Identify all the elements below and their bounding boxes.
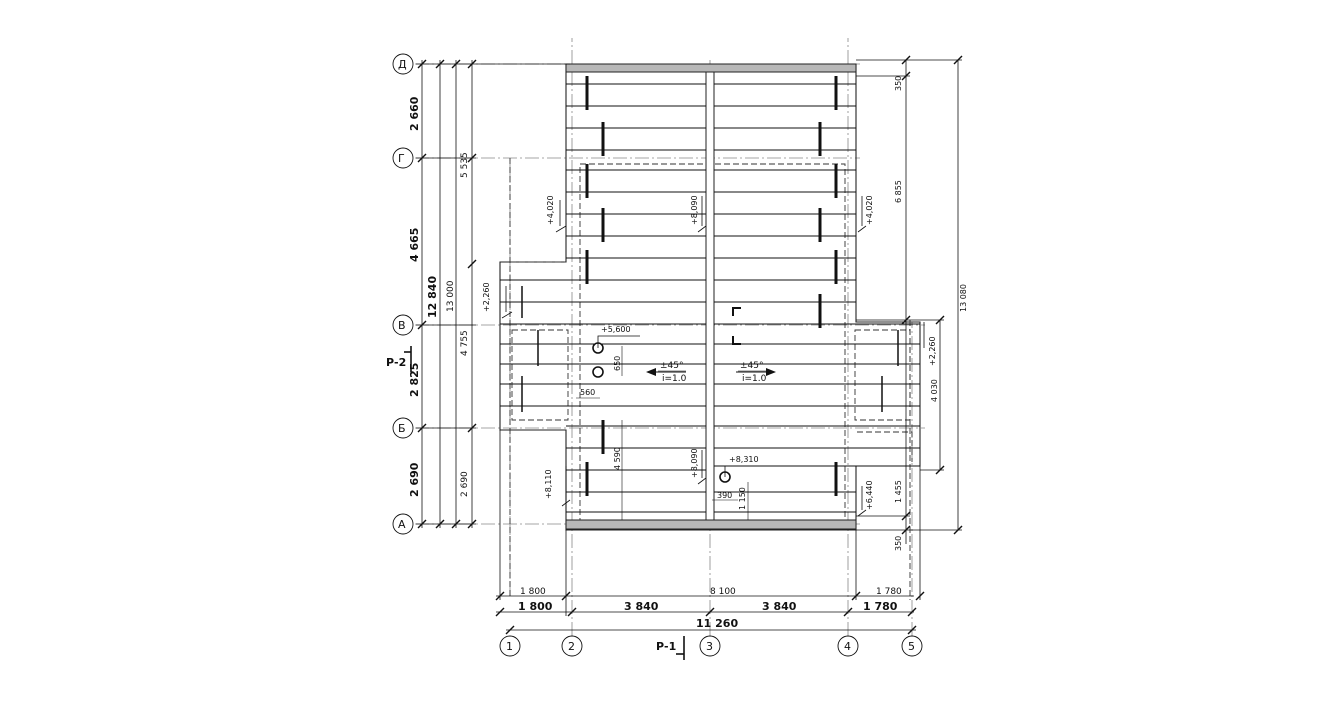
right-dim-ticks <box>901 55 963 535</box>
axis-label-b: Б <box>398 422 406 435</box>
inner-dim-390: 390 <box>717 491 732 500</box>
bottom-dim-ticks <box>495 591 925 635</box>
section-mark-r2: Р-2 <box>386 356 406 369</box>
level-mark-9: +8,310 <box>729 455 759 464</box>
left-dim-ticks <box>417 59 477 529</box>
dim-left-5535: 5 535 <box>460 152 470 178</box>
left-dim-lines <box>416 60 570 528</box>
inner-dim-1150: 1 150 <box>738 487 747 510</box>
dim-right-4030: 4 030 <box>930 379 939 402</box>
axis-label-v: В <box>398 319 406 332</box>
level-mark-1: +4,020 <box>546 195 555 225</box>
gable-eave-bottom <box>565 519 857 530</box>
dim-right-6855: 6 855 <box>894 180 903 203</box>
dim-left-4755: 4 755 <box>460 330 470 356</box>
section-mark-r1-line <box>676 636 685 660</box>
axis-label-5: 5 <box>908 640 915 653</box>
dim-left-4665: 4 665 <box>408 228 421 262</box>
gable-eave-top <box>565 63 857 73</box>
slope-right-ratio: i=1.0 <box>742 374 767 384</box>
dim-left-2690: 2 690 <box>408 462 421 497</box>
thin-snow-guards <box>521 286 899 412</box>
dim-left-2825: 2 825 <box>408 363 421 397</box>
axis-label-a: А <box>398 518 406 531</box>
dim-bottom-1800: 1 800 <box>518 600 553 613</box>
axis-label-4: 4 <box>844 640 851 653</box>
dim-bottom-thin-8100: 8 100 <box>710 587 736 597</box>
slope-left-ratio: i=1.0 <box>662 374 687 384</box>
slope-left-angle: ±45° <box>660 361 684 371</box>
axis-label-d: Д <box>398 58 407 71</box>
dim-right-13080: 13 080 <box>959 284 968 312</box>
section-mark-r2-line <box>404 346 412 372</box>
dim-right-350-top: 350 <box>894 76 903 91</box>
dim-bottom-thin-1780: 1 780 <box>876 587 902 597</box>
inner-dim-560: 560 <box>580 388 595 397</box>
dim-left-13000: 13 000 <box>446 280 456 312</box>
level-mark-5: +5,600 <box>601 325 631 334</box>
dim-right-1455: 1 455 <box>894 480 903 503</box>
level-mark-10: +6,440 <box>865 480 874 510</box>
level-mark-7: +8,110 <box>544 469 553 499</box>
dim-bottom-11260: 11 260 <box>696 617 738 630</box>
inner-dim-4590: 4 590 <box>613 447 622 470</box>
section-corner-mark <box>732 307 741 345</box>
axis-bubbles-vertical <box>499 635 923 657</box>
ridge-beam <box>705 69 715 527</box>
axis-label-3: 3 <box>706 640 713 653</box>
dim-left-2660: 2 660 <box>408 96 421 131</box>
level-mark-4: +2,260 <box>482 282 491 312</box>
level-mark-8: +8,090 <box>690 448 699 478</box>
inner-dim-lines <box>576 346 749 520</box>
level-mark-2: +8,090 <box>690 195 699 225</box>
right-dim-lines <box>856 59 962 544</box>
snow-guards <box>585 76 838 496</box>
slope-arrows <box>646 368 776 376</box>
dim-left-2690-thin: 2 690 <box>460 471 470 497</box>
level-mark-3: +4,020 <box>865 195 874 225</box>
level-leaders <box>501 196 925 517</box>
dim-bottom-1780: 1 780 <box>863 600 898 613</box>
dim-left-12840: 12 840 <box>426 276 439 318</box>
inner-dim-650: 650 <box>613 356 622 371</box>
dim-bottom-3840-right: 3 840 <box>762 600 797 613</box>
slope-right-angle: ±45° <box>740 361 764 371</box>
battens <box>500 83 920 513</box>
dim-bottom-3840-left: 3 840 <box>624 600 659 613</box>
section-mark-r1: Р-1 <box>656 640 676 653</box>
dim-right-350-bottom: 350 <box>894 536 903 551</box>
axis-label-g: Г <box>398 152 405 165</box>
level-mark-6: +2,260 <box>928 336 937 366</box>
axis-label-1: 1 <box>506 640 513 653</box>
dim-bottom-thin-1800: 1 800 <box>520 587 546 597</box>
axis-bubbles-horizontal <box>392 53 414 535</box>
axis-label-2: 2 <box>568 640 575 653</box>
